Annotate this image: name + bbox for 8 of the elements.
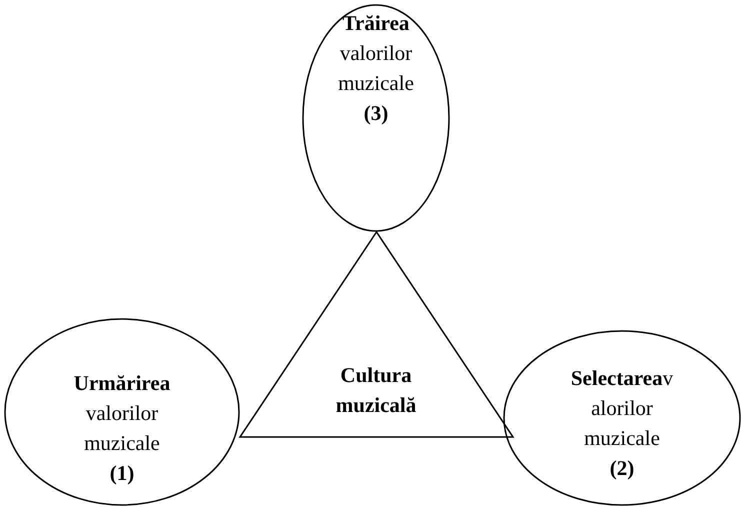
circle-label: Urmărirea valorilor muzicale (1) (74, 370, 170, 487)
triangle (240, 232, 513, 437)
circle (302, 4, 450, 232)
circle-label: Selectareav alorilor muzicale (2) (570, 365, 674, 482)
center-label: Cultura muzicală (336, 362, 416, 419)
circle (4, 318, 240, 506)
circle-label: Trăirea valorilor muzicale (3) (338, 10, 414, 127)
circle (503, 330, 741, 506)
